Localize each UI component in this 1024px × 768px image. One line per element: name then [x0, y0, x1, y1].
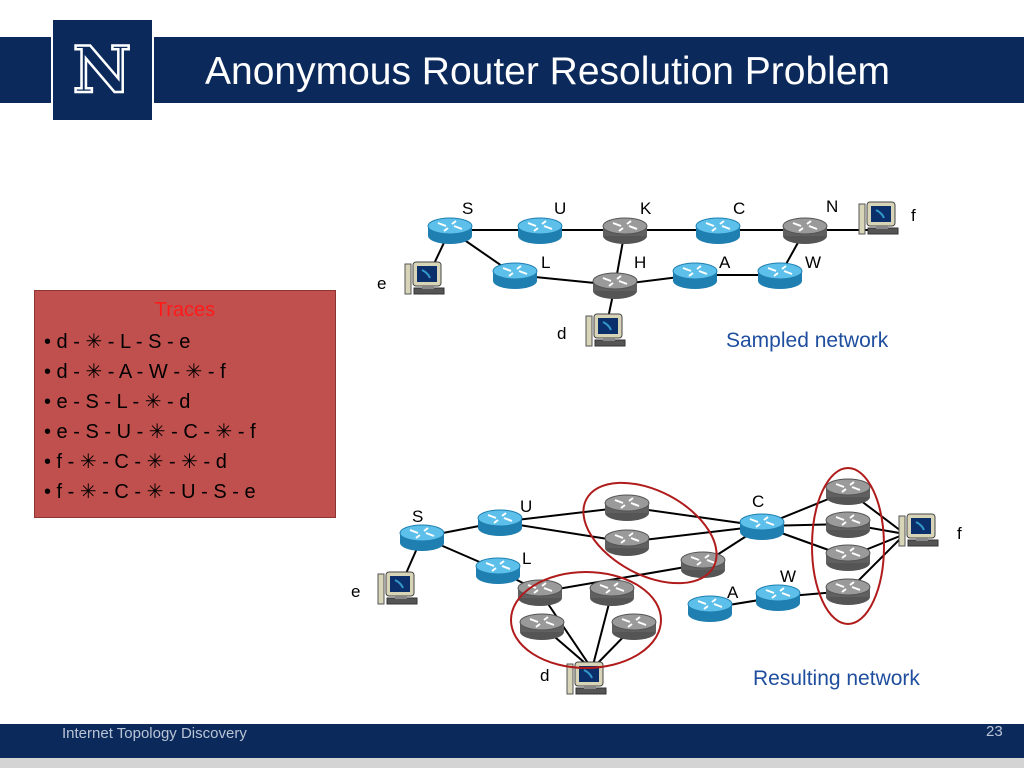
router-H [592, 272, 638, 300]
resulting-routers [399, 478, 871, 641]
trace-line: • d - ✳ - L - S - e [44, 331, 191, 353]
slide-title: Anonymous Router Resolution Problem [205, 50, 891, 93]
group-ellipse [811, 467, 885, 625]
label-C: C [752, 492, 764, 511]
router-C [695, 217, 741, 245]
label-C: C [733, 199, 745, 218]
router-S [427, 217, 473, 245]
group-ellipse [582, 481, 718, 585]
anonymous-router [825, 544, 871, 572]
label-U: U [520, 497, 532, 516]
router-C [739, 513, 785, 541]
resulting-network-caption: Resulting network [753, 667, 920, 690]
traces-box: Traces • d - ✳ - L - S - e • d - ✳ - A -… [34, 290, 336, 518]
label-U: U [554, 199, 566, 218]
footer-text: Internet Topology Discovery [62, 725, 247, 742]
router-N [782, 217, 828, 245]
router-W [757, 262, 803, 290]
title-bar [0, 37, 1024, 103]
sampled-network-caption: Sampled network [726, 329, 889, 352]
router-A [687, 595, 733, 623]
router-A [672, 262, 718, 290]
anonymous-router [589, 579, 635, 607]
router-S [399, 524, 445, 552]
label-L: L [541, 253, 550, 272]
anonymous-router [825, 511, 871, 539]
label-L: L [522, 549, 531, 568]
host-d-icon [585, 313, 626, 347]
anonymous-router [604, 494, 650, 522]
anonymous-router [825, 578, 871, 606]
router-U [517, 217, 563, 245]
label-K: K [640, 199, 652, 218]
label-d: d [557, 324, 566, 343]
label-f: f [957, 524, 962, 543]
trace-line: • e - S - U - ✳ - C - ✳ - f [44, 421, 256, 443]
label-N: N [826, 197, 838, 216]
label-f: f [911, 206, 916, 225]
label-e: e [377, 274, 386, 293]
trace-line: • f - ✳ - C - ✳ - ✳ - d [44, 451, 227, 473]
group-ellipses [510, 467, 885, 669]
host-e-icon [404, 261, 445, 295]
trace-line: • f - ✳ - C - ✳ - U - S - e [44, 481, 256, 503]
label-S: S [462, 199, 473, 218]
page-number: 23 [986, 723, 1003, 740]
anonymous-router [680, 551, 726, 579]
logo-letter: N [73, 33, 132, 108]
label-W: W [805, 253, 821, 272]
logo-n-icon: N [72, 32, 133, 110]
footer-strip [0, 758, 1024, 768]
host-e-icon [377, 571, 418, 605]
host-f-icon [898, 513, 939, 547]
label-H: H [634, 253, 646, 272]
host-f-icon [858, 201, 899, 235]
trace-line: • e - S - L - ✳ - d [44, 391, 191, 413]
router-L [492, 262, 538, 290]
label-A: A [727, 583, 739, 602]
label-A: A [719, 253, 731, 272]
router-U [477, 509, 523, 537]
group-ellipse [510, 571, 662, 669]
footer-bar [0, 724, 1024, 758]
traces-title: Traces [154, 299, 216, 321]
label-S: S [412, 507, 423, 526]
router-W [755, 584, 801, 612]
label-e: e [351, 582, 360, 601]
router-L [475, 557, 521, 585]
anonymous-router [825, 478, 871, 506]
anonymous-router [519, 613, 565, 641]
router-K [602, 217, 648, 245]
trace-line: • d - ✳ - A - W - ✳ - f [44, 361, 226, 383]
anonymous-router [611, 613, 657, 641]
label-W: W [780, 567, 796, 586]
label-d: d [540, 666, 549, 685]
university-logo: N [51, 18, 154, 122]
anonymous-router [604, 529, 650, 557]
